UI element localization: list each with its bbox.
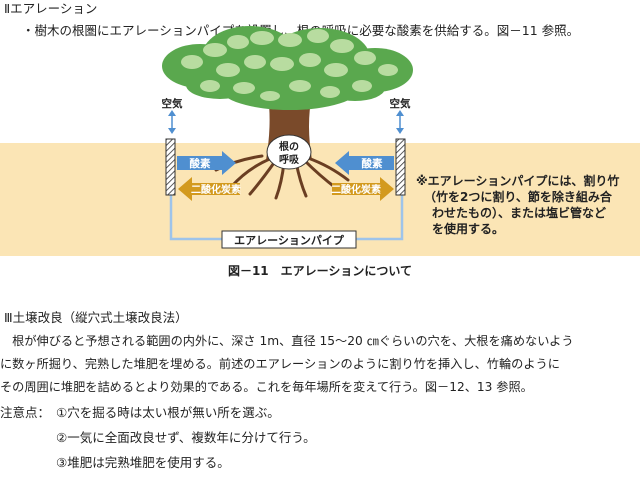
figure-caption: 図－11 エアレーションについて: [228, 264, 412, 278]
section-heading-soil: Ⅲ土壌改良（縦穴式土壌改良法）: [4, 310, 188, 325]
oxygen-arrow-left: [177, 151, 236, 175]
oxygen-arrow-right: [335, 151, 394, 175]
co2-arrow-right: [332, 177, 394, 201]
co2-label-left: 二酸化炭素: [191, 183, 241, 196]
air-arrow-right: [396, 110, 404, 134]
aeration-pipe-right: [395, 138, 406, 196]
pipe-label: エアレーションパイプ: [234, 233, 345, 247]
root-label-line1: 根の: [279, 140, 299, 153]
note-item-2: ②一気に全面改良せず、複数年に分けて行う。: [56, 430, 316, 445]
oxygen-label-left: 酸素: [190, 157, 211, 170]
aeration-pipe-left: [165, 138, 176, 196]
pipe-label-box: [221, 230, 357, 249]
root-label-line2: 呼吸: [279, 153, 300, 166]
figure-note-line-4: を使用する。: [432, 222, 505, 236]
aeration-figure: 根の 呼吸: [0, 26, 640, 278]
air-label-left: 空気: [162, 97, 183, 110]
soil-body-line-2: に数ヶ所掘り、完熟した堆肥を埋める。前述のエアレーションのように割り竹を挿入し、…: [0, 357, 560, 371]
figure-note-line-2: （竹を2つに割り、節を除き組み合: [424, 190, 612, 204]
soil-body-line-3: その周囲に堆肥を詰めるとより効果的である。これを毎年場所を変えて行う。図－12、…: [0, 380, 533, 394]
note-item-3: ③堆肥は完熟堆肥を使用する。: [56, 455, 230, 470]
co2-arrow-left: [178, 177, 240, 201]
air-label-right: 空気: [390, 97, 411, 110]
soil-body-line-1: 根が伸びると予想される範囲の内外に、深さ 1m、直径 15～20 ㎝ぐらいの穴を…: [0, 334, 574, 348]
oxygen-label-right: 酸素: [362, 157, 383, 170]
air-arrow-left: [168, 110, 176, 134]
notes-label: 注意点：: [0, 405, 51, 420]
note-item-1: ①穴を掘る時は太い根が無い所を選ぶ。: [56, 405, 280, 420]
figure-note-line-1: ※エアレーションパイプには、割り竹: [416, 174, 620, 188]
section-heading-aeration: Ⅱエアレーション: [4, 1, 98, 16]
root-label-bubble: [266, 134, 312, 170]
tree-canopy: [162, 26, 413, 110]
co2-label-right: 二酸化炭素: [331, 183, 381, 196]
figure-note-line-3: わせたもの）、または塩ビ管など: [432, 206, 607, 220]
